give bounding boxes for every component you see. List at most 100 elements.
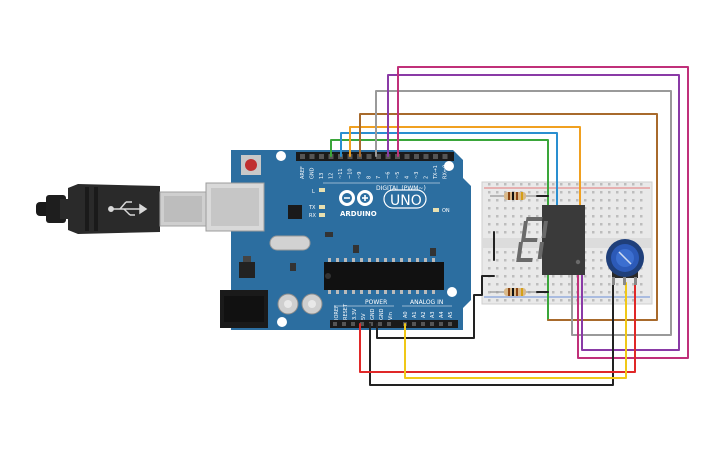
breadboard-hole (616, 299, 619, 302)
breadboard-hole (504, 251, 507, 254)
pin-label: ~3 (414, 172, 420, 179)
breadboard-hole (592, 183, 595, 186)
breadboard-hole (504, 275, 507, 278)
wire-orange[interactable] (349, 126, 581, 206)
breadboard-hole (528, 183, 531, 186)
mount-hole-icon (444, 161, 454, 171)
breadboard-hole (584, 191, 587, 194)
breadboard-hole (496, 267, 499, 270)
breadboard-hole (584, 283, 587, 286)
breadboard-hole (584, 259, 587, 262)
breadboard-hole (608, 275, 611, 278)
breadboard-hole (496, 251, 499, 254)
resistor-top[interactable] (490, 192, 540, 200)
breadboard-hole (536, 251, 539, 254)
breadboard-hole (584, 223, 587, 226)
breadboard-hole (536, 275, 539, 278)
breadboard-hole (496, 191, 499, 194)
breadboard-hole (496, 223, 499, 226)
breadboard-hole (600, 275, 603, 278)
breadboard-hole (640, 215, 643, 218)
breadboard-hole (568, 191, 571, 194)
breadboard-hole (544, 199, 547, 202)
breadboard-hole (544, 283, 547, 286)
breadboard-hole (584, 183, 587, 186)
breadboard-hole (568, 183, 571, 186)
mount-hole-icon (447, 287, 457, 297)
breadboard-hole (504, 215, 507, 218)
breadboard-hole (616, 291, 619, 294)
potentiometer[interactable] (606, 239, 644, 285)
breadboard-hole (536, 231, 539, 234)
breadboard-hole (616, 183, 619, 186)
breadboard-hole (512, 259, 515, 262)
uno-badge (383, 189, 427, 209)
wire-black-pot[interactable] (369, 282, 614, 386)
breadboard-hole (560, 183, 563, 186)
breadboard-hole (640, 291, 643, 294)
breadboard-hole (560, 199, 563, 202)
breadboard-hole (520, 267, 523, 270)
usb-cable[interactable] (36, 184, 207, 234)
breadboard-hole (616, 191, 619, 194)
breadboard-hole (488, 199, 491, 202)
breadboard-hole (512, 251, 515, 254)
breadboard-hole (552, 275, 555, 278)
brand-label: ARDUINO (340, 210, 377, 218)
breadboard-hole (568, 299, 571, 302)
breadboard-hole (560, 291, 563, 294)
usb-symbol-icon (108, 201, 148, 216)
breadboard-hole (520, 223, 523, 226)
breadboard-hole (600, 215, 603, 218)
breadboard-hole (504, 207, 507, 210)
voltage-regulator (239, 262, 255, 278)
breadboard-hole (512, 183, 515, 186)
pin-label: GND (370, 308, 376, 320)
breadboard-hole (568, 199, 571, 202)
breadboard-hole (592, 191, 595, 194)
pin-label: TX→1 (433, 165, 439, 180)
breadboard-hole (528, 299, 531, 302)
breadboard-hole (536, 207, 539, 210)
seven-segment-display[interactable]: 8. (0, 0, 585, 275)
resistor-bottom[interactable] (490, 288, 540, 296)
led-tx-label: TX (308, 205, 316, 211)
breadboard-hole (520, 299, 523, 302)
analog-pin-labels: A0 A1 A2 A3 A4 A5 (403, 311, 454, 318)
breadboard-hole (624, 207, 627, 210)
breadboard-hole (536, 223, 539, 226)
breadboard-hole (640, 299, 643, 302)
wire-blue[interactable] (340, 132, 558, 206)
breadboard-hole (616, 283, 619, 286)
breadboard-hole (632, 223, 635, 226)
breadboard-hole (512, 275, 515, 278)
wire-purple[interactable] (387, 74, 680, 351)
breadboard-hole (592, 283, 595, 286)
arduino-uno-board[interactable]: AREF GND 13 12 ~11 ~10 ~9 8 7 ~6 ~5 4 ~3… (205, 150, 471, 330)
pin-label: 7 (376, 176, 382, 179)
pin-label: 3.3V (352, 308, 358, 320)
breadboard-hole (488, 259, 491, 262)
breadboard-hole (504, 259, 507, 262)
usb-chip (288, 205, 302, 219)
breadboard-hole (528, 199, 531, 202)
wire-brown[interactable] (359, 113, 658, 321)
led-l-label: L (312, 189, 315, 195)
wire-red[interactable] (359, 282, 636, 373)
wire-yellow[interactable] (404, 282, 627, 379)
breadboard-hole (632, 207, 635, 210)
breadboard-hole (600, 251, 603, 254)
breadboard-hole (640, 207, 643, 210)
breadboard-hole (592, 275, 595, 278)
breadboard-hole (624, 231, 627, 234)
breadboard-hole (624, 223, 627, 226)
wire-magenta[interactable] (397, 66, 689, 359)
breadboard-hole (608, 283, 611, 286)
wire-black-gnd[interactable] (376, 275, 495, 339)
breadboard-hole (616, 199, 619, 202)
pin-label: 12 (329, 173, 335, 179)
wire-gray[interactable] (375, 90, 672, 336)
breadboard-hole (528, 191, 531, 194)
breadboard-hole (496, 207, 499, 210)
